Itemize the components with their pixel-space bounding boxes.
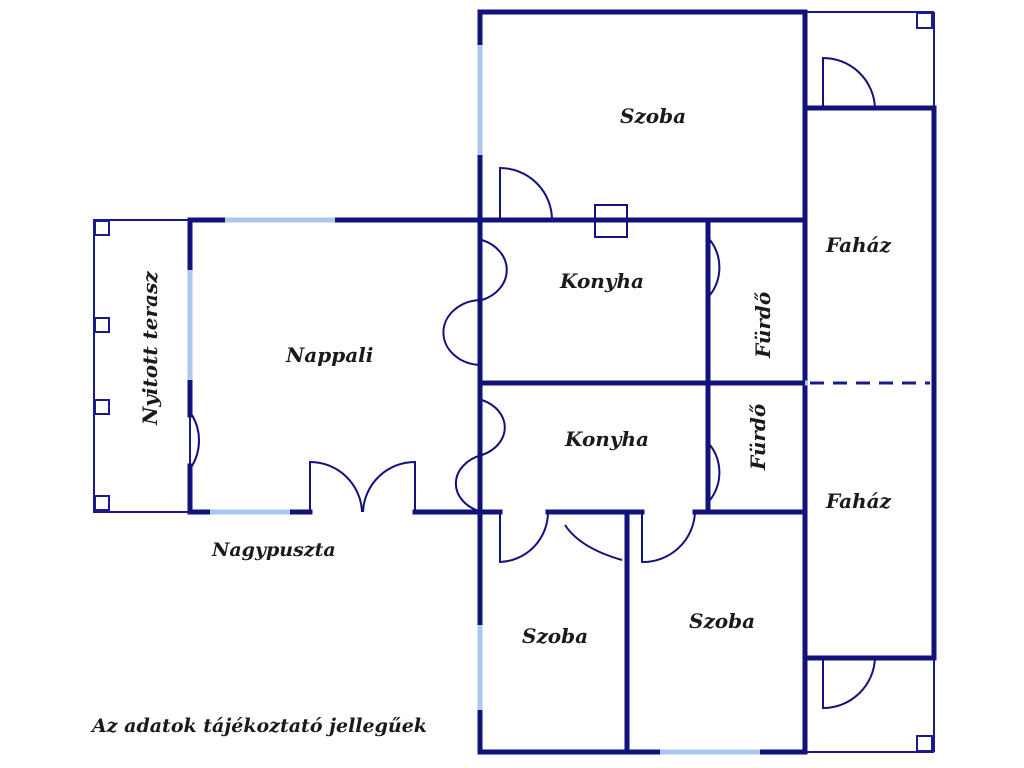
street-label: Nagypuszta (211, 539, 336, 561)
room-label-terasz: Nyitott terasz (138, 271, 162, 426)
doors (191, 56, 876, 710)
room-label-szoba-bottom-right: Szoba (689, 609, 755, 633)
room-label-fahaz-bottom: Faház (825, 489, 892, 513)
vent-box (594, 204, 628, 238)
room-label-konyha-upper: Konyha (559, 269, 644, 293)
room-label-szoba-top: Szoba (620, 104, 686, 128)
fahaz-outline (805, 11, 935, 753)
room-label-fahaz-top: Faház (825, 233, 892, 257)
room-label-furdo-upper: Fürdő (751, 291, 775, 359)
room-label-konyha-lower: Konyha (564, 427, 649, 451)
disclaimer-label: Az adatok tájékoztató jellegűek (90, 715, 427, 737)
room-label-nappali: Nappali (285, 343, 373, 367)
room-label-furdo-lower: Fürdő (746, 403, 770, 471)
windows (187, 45, 808, 755)
room-label-szoba-bottom-left: Szoba (522, 624, 588, 648)
